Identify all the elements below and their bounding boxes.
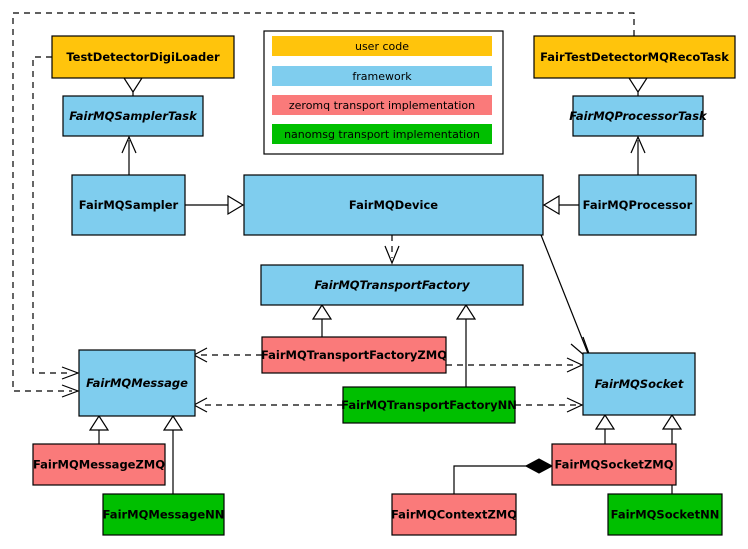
legend-item-zeromq: zeromq transport implementation [272,95,492,115]
class-box-FairTestDetectorMQRecoTask[interactable] [533,35,736,79]
class-label-FairTestDetectorMQRecoTask: FairTestDetectorMQRecoTask [540,50,729,64]
class-label-FairMQSocketZMQ: FairMQSocketZMQ [555,458,674,472]
edge-device-to-socket [540,234,594,364]
legend-item-nanomsg: nanomsg transport implementation [272,124,492,144]
edge-socketzmq-to-contextzmq [453,458,554,494]
class-box-FairMQSocketNN[interactable] [607,493,723,536]
edge-sampler-to-device [185,194,245,216]
class-node-TestDetectorDigiLoader[interactable]: TestDetectorDigiLoader [51,35,235,79]
legend-swatch-user-code [272,36,492,56]
edge-sampler-to-samplertask [121,135,137,175]
class-node-FairMQProcessorTask[interactable]: FairMQProcessorTask [569,95,708,137]
legend-item-user-code: user code [272,36,492,56]
edge-factoryzmq-to-socket [446,357,584,373]
class-node-FairMQTransportFactory[interactable]: FairMQTransportFactory [260,264,524,306]
edge-factorynn-to-socket [515,397,584,413]
edge-processortask-to-recotask [627,77,649,96]
class-node-FairMQSamplerTask[interactable]: FairMQSamplerTask [62,95,204,137]
class-label-FairMQSamplerTask: FairMQSamplerTask [69,109,198,123]
class-box-FairMQSocket[interactable] [582,352,696,416]
class-box-FairMQMessageZMQ[interactable] [32,443,166,486]
class-node-FairMQContextZMQ[interactable]: FairMQContextZMQ [391,493,517,536]
class-label-FairMQProcessorTask: FairMQProcessorTask [569,109,708,123]
class-label-FairMQMessageNN: FairMQMessageNN [103,508,225,522]
class-label-FairMQDevice: FairMQDevice [349,198,438,212]
class-label-FairMQTransportFactoryZMQ: FairMQTransportFactoryZMQ [261,348,447,362]
edge-device-to-transportfactory [384,235,400,265]
node-layer: TestDetectorDigiLoaderFairMQSamplerTaskF… [32,35,736,536]
class-node-FairMQSocket[interactable]: FairMQSocket [582,352,696,416]
class-box-FairMQTransportFactory[interactable] [260,264,524,306]
class-box-TestDetectorDigiLoader[interactable] [51,35,235,79]
class-node-FairMQSampler[interactable]: FairMQSampler [71,174,186,236]
class-box-FairMQTransportFactoryNN[interactable] [342,386,516,424]
edge-messagezmq-to-message [88,414,110,444]
edge-factoryzmq-to-message [192,347,262,363]
class-label-FairMQTransportFactoryNN: FairMQTransportFactoryNN [341,398,517,412]
legend-swatch-nanomsg [272,124,492,144]
class-box-FairMQMessage[interactable] [78,349,196,417]
edge-recotask-to-message [12,12,635,398]
edge-samplertask-to-digiloader [122,77,144,96]
class-box-FairMQTransportFactoryZMQ[interactable] [261,336,447,374]
class-label-FairMQMessage: FairMQMessage [86,376,188,390]
class-box-FairMQContextZMQ[interactable] [391,493,517,536]
edge-socketzmq-to-socket [594,413,616,444]
edge-digiloader-to-message [32,56,80,380]
class-node-FairMQDevice[interactable]: FairMQDevice [243,174,544,236]
legend-swatch-zeromq [272,95,492,115]
class-box-FairMQSampler[interactable] [71,174,186,236]
legend-label-user-code: user code [355,40,409,53]
class-node-FairMQMessageZMQ[interactable]: FairMQMessageZMQ [32,443,166,486]
class-box-FairMQSamplerTask[interactable] [62,95,204,137]
class-box-FairMQMessageNN[interactable] [102,493,225,536]
edge-messagenn-to-message [162,414,184,494]
class-node-FairMQSocketZMQ[interactable]: FairMQSocketZMQ [551,443,677,486]
legend: user code framework zeromq transport imp… [263,30,504,155]
class-box-FairMQDevice[interactable] [243,174,544,236]
class-label-FairMQProcessor: FairMQProcessor [583,198,693,212]
class-label-FairMQTransportFactory: FairMQTransportFactory [314,278,470,292]
class-label-FairMQSocketNN: FairMQSocketNN [611,508,720,522]
class-node-FairMQTransportFactoryZMQ[interactable]: FairMQTransportFactoryZMQ [261,336,447,374]
legend-label-nanomsg: nanomsg transport implementation [284,128,480,141]
class-node-FairMQProcessor[interactable]: FairMQProcessor [578,174,697,236]
class-label-TestDetectorDigiLoader: TestDetectorDigiLoader [66,50,220,64]
class-box-FairMQProcessor[interactable] [578,174,697,236]
class-node-FairMQMessage[interactable]: FairMQMessage [78,349,196,417]
class-box-FairMQProcessorTask[interactable] [572,95,704,137]
class-label-FairMQSampler: FairMQSampler [79,198,179,212]
legend-swatch-framework [272,66,492,86]
legend-item-framework: framework [272,66,492,86]
edge-factorynn-to-message [192,397,343,413]
class-label-FairMQContextZMQ: FairMQContextZMQ [391,508,517,522]
class-label-FairMQMessageZMQ: FairMQMessageZMQ [33,458,165,472]
edge-factoryzmq-to-factory [311,303,333,337]
class-box-FairMQSocketZMQ[interactable] [551,443,677,486]
class-node-FairMQTransportFactoryNN[interactable]: FairMQTransportFactoryNN [341,386,517,424]
class-node-FairMQMessageNN[interactable]: FairMQMessageNN [102,493,225,536]
edge-factorynn-to-factory [455,303,477,387]
edge-layer [12,12,683,494]
edge-processor-to-processortask [630,135,646,175]
legend-label-zeromq: zeromq transport implementation [289,99,475,112]
class-label-FairMQSocket: FairMQSocket [595,377,684,391]
class-node-FairMQSocketNN[interactable]: FairMQSocketNN [607,493,723,536]
edge-processor-to-device [542,194,579,216]
class-node-FairTestDetectorMQRecoTask[interactable]: FairTestDetectorMQRecoTask [533,35,736,79]
legend-label-framework: framework [352,70,412,83]
